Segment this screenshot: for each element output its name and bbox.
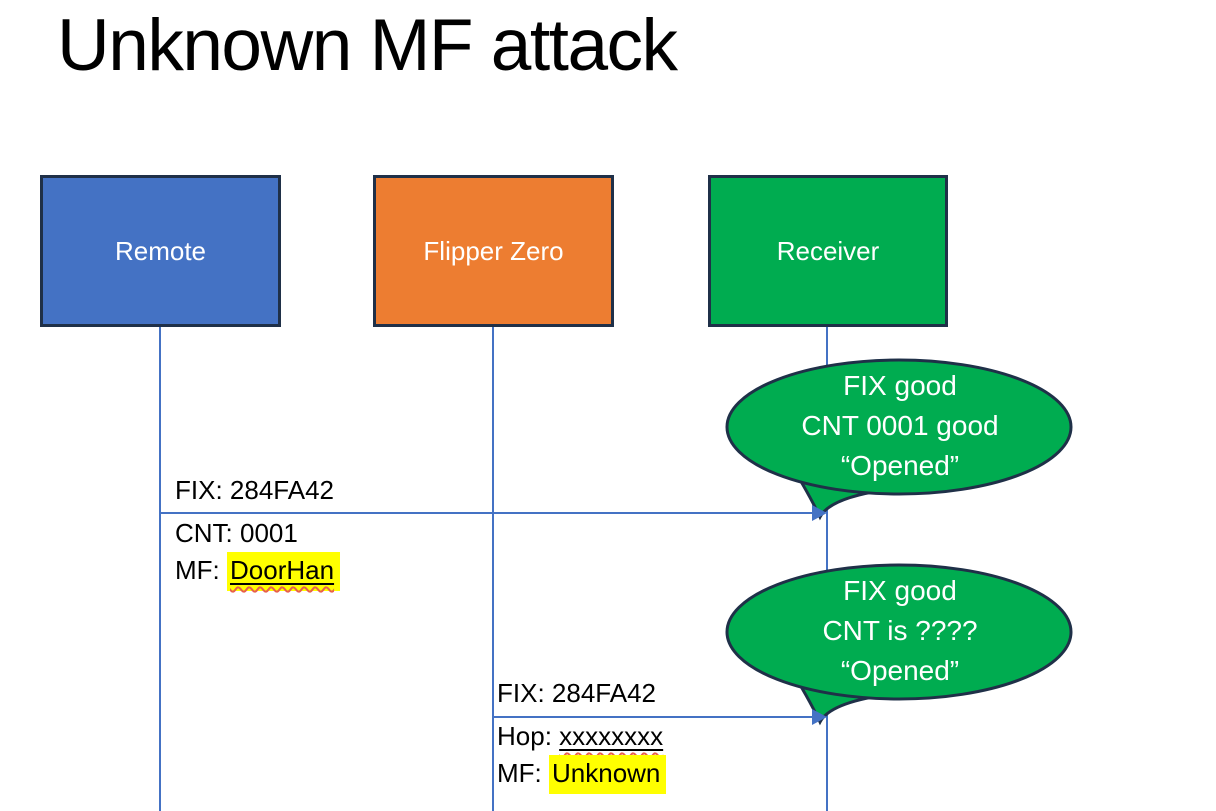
- slide-title: Unknown MF attack: [57, 5, 678, 86]
- callout-1-line1: FIX good: [843, 370, 957, 401]
- arrowhead-icon: [812, 709, 827, 725]
- callout-1-line3: “Opened”: [840, 450, 960, 481]
- callout-2-line3: “Opened”: [840, 655, 960, 686]
- actor-label-remote: Remote: [114, 235, 207, 266]
- message2-hop-prefix: Hop:: [497, 721, 560, 751]
- callout-2-body: [725, 563, 1073, 701]
- actor-box-flipper-zero: Flipper Zero: [373, 175, 614, 327]
- lifeline-remote: [159, 327, 161, 811]
- message-arrow-flipper-to-receiver: [493, 716, 813, 718]
- message1-mf-value: DoorHan: [230, 555, 335, 585]
- message1-mf-highlight: DoorHan: [227, 552, 341, 591]
- message2-fix-label: FIX: 284FA42: [497, 678, 656, 708]
- actor-label-flipper-zero: Flipper Zero: [423, 235, 564, 266]
- message2-hop-label: Hop: xxxxxxxx: [497, 721, 663, 752]
- lifeline-flipper-zero: [492, 327, 494, 811]
- callout-2-line2: CNT is ????: [822, 615, 978, 646]
- message1-cnt-label: CNT: 0001: [175, 518, 298, 549]
- message2-mf-highlight: Unknown: [549, 755, 667, 794]
- message1-fix-label: FIX: 284FA42: [175, 475, 334, 505]
- arrowhead-icon: [812, 505, 827, 521]
- message1-cnt-prefix: CNT:: [175, 518, 240, 548]
- message2-hop-value: xxxxxxxx: [559, 721, 664, 751]
- callout-1-line2: CNT 0001 good: [801, 410, 999, 441]
- message2-hop-underline: xxxxxxxx: [559, 721, 663, 751]
- message1-mf-prefix: MF:: [175, 555, 227, 585]
- callout-bubble-1: [725, 358, 1073, 521]
- lifeline-receiver: [826, 327, 828, 811]
- actor-box-remote: Remote: [40, 175, 281, 327]
- callout-2-line1: FIX good: [843, 575, 957, 606]
- callout-1-body: [725, 358, 1073, 496]
- message1-cnt-value: 0001: [240, 518, 298, 548]
- message1-mf-label: MF: DoorHan: [175, 552, 341, 591]
- actor-box-receiver: Receiver: [708, 175, 948, 327]
- message-arrow-remote-to-receiver: [160, 512, 813, 514]
- actor-label-receiver: Receiver: [776, 235, 880, 266]
- message2-mf-label: MF: Unknown: [497, 755, 667, 794]
- message1-mf-underline: DoorHan: [230, 555, 334, 585]
- callout-2-text: FIX good CNT is ???? “Opened”: [725, 571, 1075, 691]
- callout-bubble-2: [725, 563, 1073, 726]
- message2-mf-value: Unknown: [552, 758, 661, 788]
- callout-1-text: FIX good CNT 0001 good “Opened”: [725, 366, 1075, 486]
- message2-mf-prefix: MF:: [497, 758, 549, 788]
